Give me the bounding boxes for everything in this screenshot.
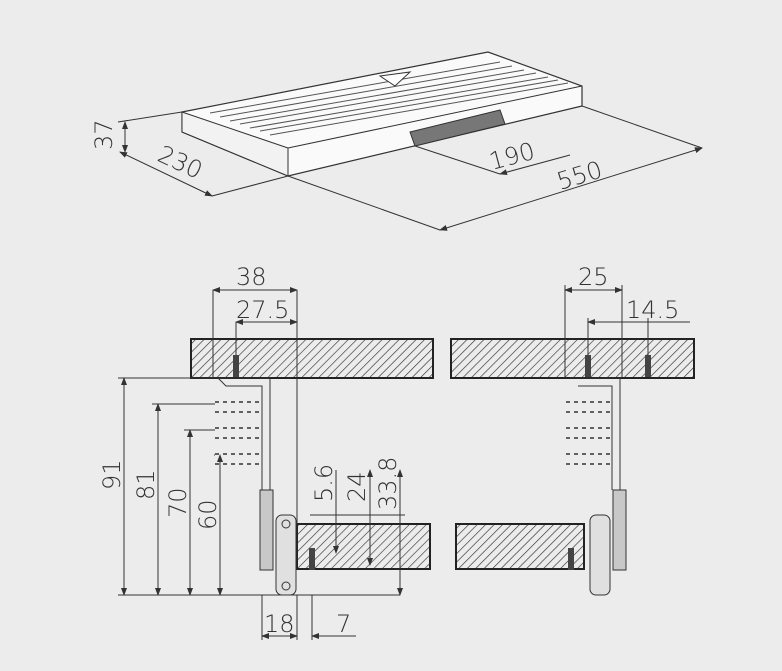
dim-25: 25 — [578, 263, 609, 291]
dim-5-6: 5.6 — [310, 464, 338, 502]
dim-38: 38 — [236, 263, 267, 291]
dim-33-8: 33.8 — [374, 457, 402, 510]
tray-dimensions: 37 230 190 550 — [90, 105, 703, 231]
left-section: 38 27.5 91 81 70 60 5.6 24 33.8 18 7 — [98, 263, 434, 640]
dim-24: 24 — [343, 471, 371, 502]
dim-height: 37 — [90, 119, 118, 150]
dim-18: 18 — [264, 610, 295, 638]
dim-14-5: 14.5 — [626, 296, 679, 324]
dim-60: 60 — [194, 499, 222, 530]
dim-keyboard-width: 190 — [486, 137, 537, 176]
dim-91: 91 — [98, 459, 126, 490]
dim-27-5: 27.5 — [236, 296, 289, 324]
dim-7: 7 — [336, 610, 351, 638]
dim-depth: 230 — [153, 140, 206, 185]
dim-81: 81 — [132, 469, 160, 500]
right-section: 25 14.5 — [450, 263, 695, 596]
dim-width: 550 — [554, 156, 606, 196]
tray-isometric — [181, 51, 583, 177]
dim-70: 70 — [164, 487, 192, 518]
